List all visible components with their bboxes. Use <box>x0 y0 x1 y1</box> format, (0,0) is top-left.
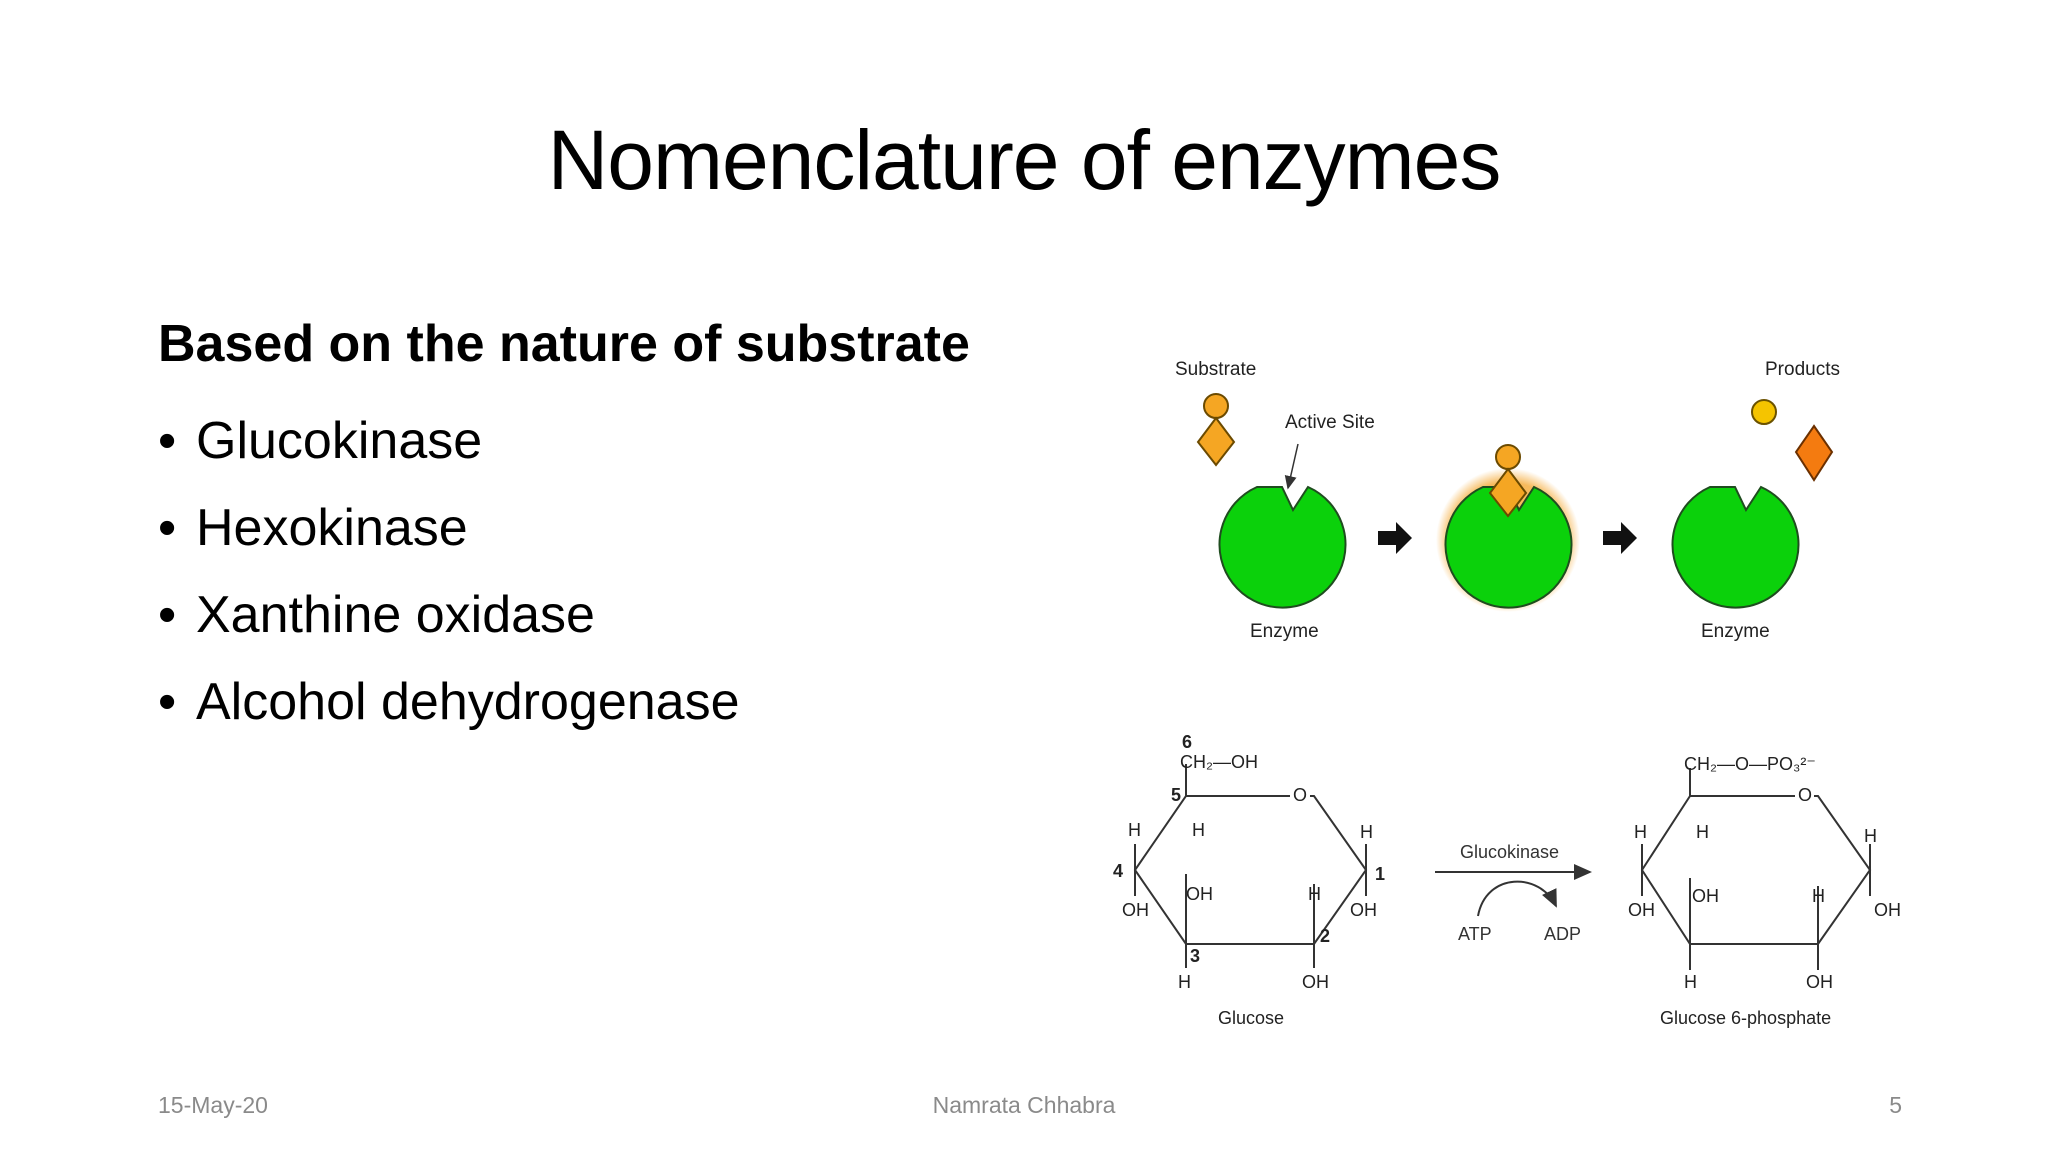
h-label: H <box>1128 820 1141 840</box>
bullet-glyph: • <box>158 586 177 644</box>
list-item: • Hexokinase <box>158 485 740 572</box>
arrow-right-icon <box>1378 522 1412 554</box>
h-label: H <box>1360 822 1373 842</box>
list-item-text: Alcohol dehydrogenase <box>196 673 740 731</box>
adp-label: ADP <box>1544 924 1581 944</box>
active-site-label: Active Site <box>1285 412 1375 433</box>
list-item: • Alcohol dehydrogenase <box>158 659 740 746</box>
enzyme-icon <box>1671 485 1800 609</box>
enzyme-label: Enzyme <box>1250 621 1319 642</box>
reaction-arrow-icon <box>1435 864 1592 917</box>
bullet-glyph: • <box>158 673 177 731</box>
carbon-number: 4 <box>1113 861 1123 881</box>
list-item-text: Xanthine oxidase <box>196 586 595 644</box>
oh-label: OH <box>1628 900 1655 920</box>
slide-title: Nomenclature of enzymes <box>547 113 1502 207</box>
subheading: Based on the nature of substrate <box>158 315 970 373</box>
substrate-icon <box>1196 393 1236 467</box>
h-label: H <box>1864 826 1877 846</box>
oh-label: OH <box>1186 884 1213 904</box>
footer-author: Namrata Chhabra <box>932 1092 1116 1118</box>
active-site-pointer-icon <box>1284 443 1299 490</box>
enzyme-figure: Substrate Active Site Products Enzyme En… <box>1100 340 1940 1060</box>
oh-label: OH <box>1806 972 1833 992</box>
carbon-number: 1 <box>1375 864 1385 884</box>
phosphate-group: CH₂—O—PO₃²⁻ <box>1684 754 1816 774</box>
oh-label: OH <box>1302 972 1329 992</box>
h-label: H <box>1696 822 1709 842</box>
carbon-number: 2 <box>1320 926 1330 946</box>
enzyme-substrate-complex-icon <box>1436 444 1580 612</box>
oh-label: OH <box>1122 900 1149 920</box>
bullet-glyph: • <box>158 499 177 557</box>
list-item: • Glucokinase <box>158 398 740 485</box>
h-label: H <box>1684 972 1697 992</box>
list-item: • Xanthine oxidase <box>158 572 740 659</box>
reaction-enzyme-label: Glucokinase <box>1460 842 1559 862</box>
carbon-number: 6 <box>1182 732 1192 752</box>
page-number: 5 <box>1889 1092 1902 1118</box>
products-label: Products <box>1765 359 1840 380</box>
atp-label: ATP <box>1458 924 1492 944</box>
ring-oxygen: O <box>1293 785 1307 805</box>
enzyme-label: Enzyme <box>1701 621 1770 642</box>
glucose-6-phosphate-ring-icon <box>1640 768 1872 970</box>
h-label: H <box>1812 886 1825 906</box>
h-label: H <box>1634 822 1647 842</box>
substrate-label: Substrate <box>1175 359 1256 380</box>
product-circle-icon <box>1751 399 1777 425</box>
molecule-name: Glucose 6-phosphate <box>1660 1008 1831 1028</box>
ring-oxygen: O <box>1798 785 1812 805</box>
arrow-right-icon <box>1603 522 1637 554</box>
oh-label: OH <box>1874 900 1901 920</box>
glucose-ring-icon <box>1133 764 1368 968</box>
list-item-text: Hexokinase <box>196 499 468 557</box>
footer-date: 15-May-20 <box>158 1092 268 1118</box>
carbon-number: 3 <box>1190 946 1200 966</box>
bullet-glyph: • <box>158 412 177 470</box>
figure-svg: Substrate Active Site Products Enzyme En… <box>1113 359 1901 1028</box>
list-item-text: Glucokinase <box>196 412 483 470</box>
ch2oh-group: CH₂—OH <box>1180 752 1258 772</box>
oh-label: OH <box>1692 886 1719 906</box>
oh-label: OH <box>1350 900 1377 920</box>
bullet-list: • Glucokinase • Hexokinase • Xanthine oxida… <box>158 398 740 746</box>
h-label: H <box>1178 972 1191 992</box>
carbon-number: 5 <box>1171 785 1181 805</box>
enzyme-icon <box>1218 485 1347 609</box>
h-label: H <box>1192 820 1205 840</box>
h-label: H <box>1308 884 1321 904</box>
molecule-name: Glucose <box>1218 1008 1284 1028</box>
product-diamond-icon <box>1794 424 1834 482</box>
